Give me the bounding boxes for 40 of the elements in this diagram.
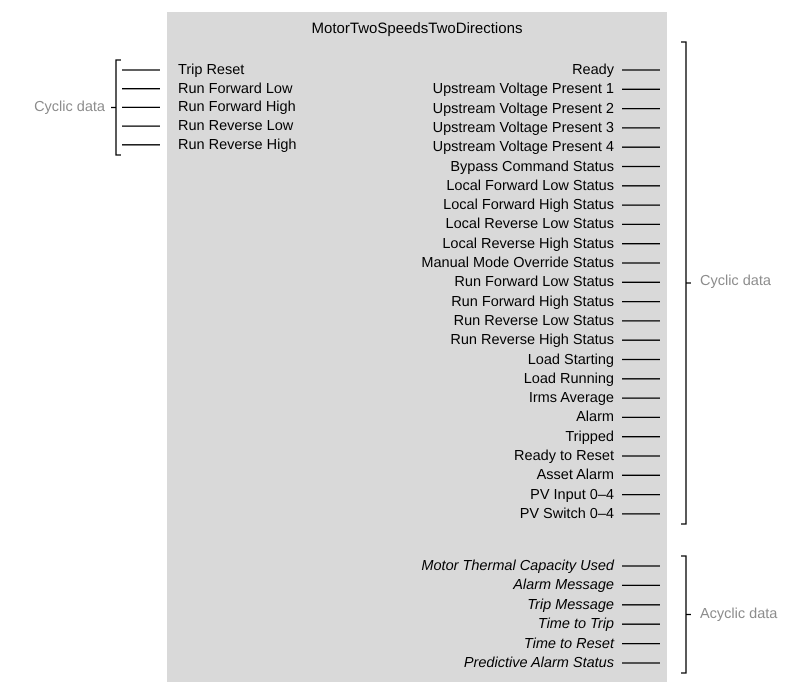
signal-name: PV Switch 0–4 (520, 504, 614, 523)
signal-name: PV Input 0–4 (530, 486, 614, 504)
group-label: Cyclic data (34, 98, 105, 116)
signal-name: Tripped (565, 428, 614, 446)
signal-name: Manual Mode Override Status (421, 254, 614, 272)
block-title: MotorTwoSpeedsTwoDirections (310, 20, 524, 37)
signal-name: Trip Reset (178, 61, 244, 79)
signal-name: Upstream Voltage Present 3 (432, 118, 614, 137)
signal-name: Ready (572, 61, 614, 79)
signal-name: Time to Reset (524, 634, 614, 653)
signal-name: Local Reverse High Status (442, 234, 614, 253)
signal-name: Run Forward Low Status (454, 273, 614, 292)
signal-name: Run Reverse High Status (450, 331, 614, 350)
signal-name: Trip Message (527, 596, 614, 614)
signal-name: Upstream Voltage Present 1 (432, 80, 614, 98)
signal-name: Local Reverse Low Status (446, 215, 614, 234)
signal-name: Load Starting (528, 350, 614, 368)
signal-name: Bypass Command Status (450, 158, 614, 176)
signal-name: Local Forward High Status (443, 196, 614, 214)
group-label: Cyclic data (700, 272, 771, 290)
function-block (167, 12, 667, 682)
signal-name: Run Forward High Status (451, 292, 614, 311)
signal-name: Motor Thermal Capacity Used (421, 557, 614, 575)
signal-name: Run Reverse Low Status (454, 312, 614, 330)
signal-name: Time to Trip (538, 615, 614, 634)
signal-name: Load Running (524, 370, 614, 388)
signal-name: Alarm Message (513, 576, 614, 594)
signal-name: Run Reverse High (178, 136, 296, 154)
signal-name: Run Forward Low (178, 80, 292, 98)
signal-name: Run Forward High (178, 98, 296, 116)
signal-name: Ready to Reset (514, 447, 614, 465)
signal-name: Alarm (576, 408, 614, 426)
signal-name: Predictive Alarm Status (464, 654, 614, 672)
signal-name: Upstream Voltage Present 2 (432, 100, 614, 118)
signal-name: Run Reverse Low (178, 117, 294, 136)
group-label: Acyclic data (700, 605, 778, 623)
signal-name: Upstream Voltage Present 4 (432, 138, 614, 156)
signal-name: Irms Average (528, 389, 614, 408)
signal-name: Asset Alarm (536, 466, 614, 484)
signal-name: Local Forward Low Status (446, 176, 614, 195)
